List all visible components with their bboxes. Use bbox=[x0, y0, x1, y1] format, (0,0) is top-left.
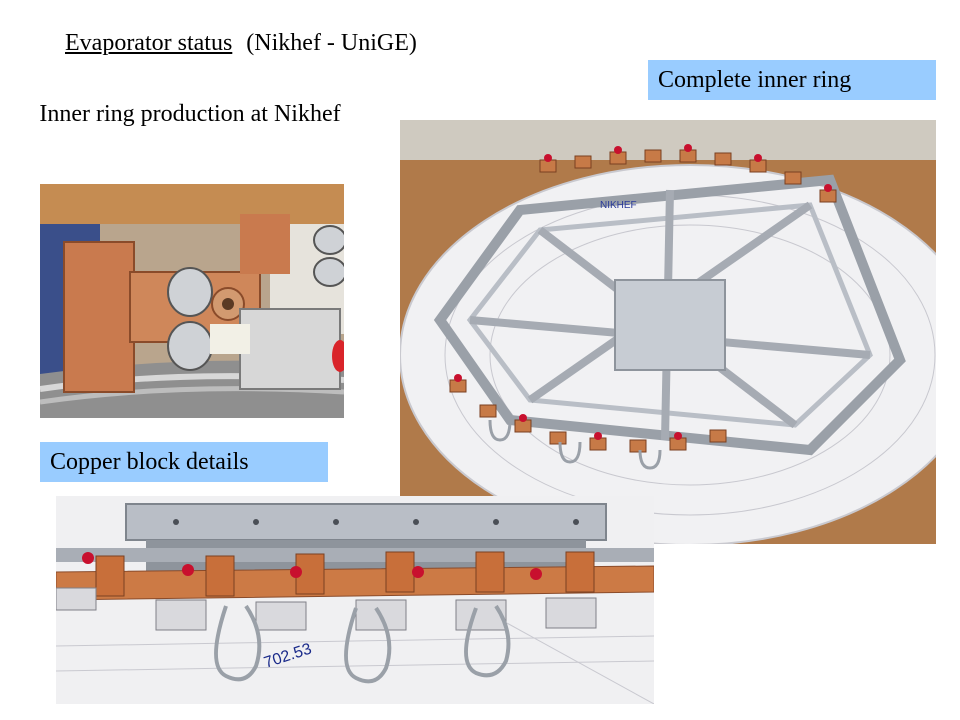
ring-ink-tag: NIKHEF bbox=[600, 200, 637, 211]
title-main: Evaporator status bbox=[65, 30, 233, 56]
caption-inner-ring: Inner ring production at Nikhef bbox=[39, 101, 341, 127]
label-complete-ring: Complete inner ring bbox=[648, 60, 936, 100]
photo-copper-block-details: 702.53 bbox=[56, 496, 654, 704]
label-copper-block: Copper block details bbox=[40, 442, 328, 482]
photo-copper-block-closeup bbox=[40, 184, 344, 418]
slide-title: Evaporator status (Nikhef - UniGE) bbox=[65, 30, 417, 57]
title-sub: (Nikhef - UniGE) bbox=[246, 30, 417, 56]
photo-complete-inner-ring: NIKHEF bbox=[400, 120, 936, 544]
